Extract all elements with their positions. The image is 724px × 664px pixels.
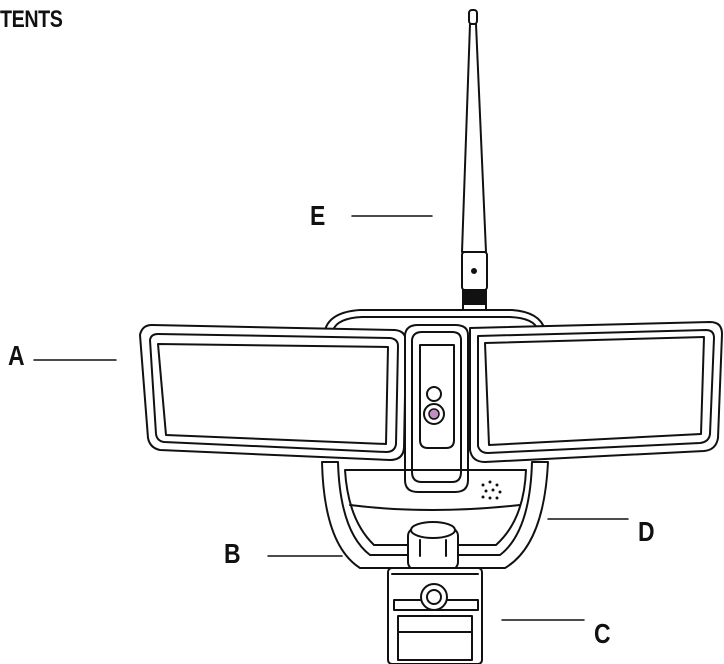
motion-sensor-head (387, 567, 483, 664)
callout-label-a: A (8, 340, 25, 371)
camera-mount (407, 521, 459, 571)
speaker-grille (481, 480, 502, 500)
center-column (404, 324, 469, 493)
section-heading: TENTS (0, 6, 63, 33)
left-light-panel (139, 324, 407, 461)
leader-lines (33, 215, 629, 621)
right-light-panel (469, 321, 723, 463)
callout-label-d: D (638, 516, 655, 547)
main-housing (321, 461, 549, 569)
antenna (461, 9, 488, 321)
callout-label-b: B (224, 538, 241, 569)
top-housing (324, 309, 546, 331)
callout-label-c: C (594, 618, 611, 649)
callout-label-e: E (310, 200, 326, 231)
